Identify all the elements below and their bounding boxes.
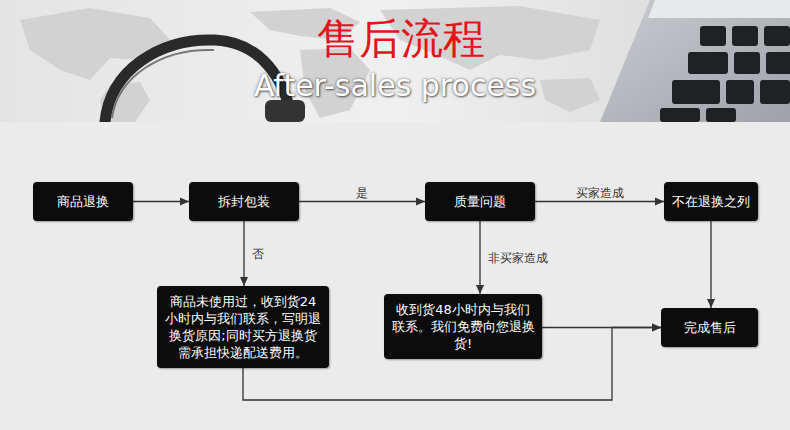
box-text: 商品未使用过，收到货24小时内与我们联系，写明退换货原因;同时买方退换货需承担快… bbox=[164, 293, 322, 361]
flow-arrow bbox=[243, 221, 244, 286]
process-box: 质量问题 bbox=[425, 182, 535, 221]
box-text: 商品退换 bbox=[57, 193, 109, 210]
process-box: 拆封包装 bbox=[189, 182, 299, 221]
edge-label: 非买家造成 bbox=[486, 251, 550, 265]
box-text: 拆封包装 bbox=[218, 193, 270, 210]
process-box: 完成售后 bbox=[661, 308, 758, 347]
process-box: 收到货48小时内与我们联系。我们免费向您退换货! bbox=[384, 294, 542, 359]
edge-label: 是 bbox=[354, 186, 370, 200]
edge-label: 否 bbox=[250, 247, 266, 261]
box-text: 质量问题 bbox=[454, 193, 506, 210]
world-map bbox=[20, 6, 600, 122]
subtitle: After-sales process bbox=[0, 68, 790, 104]
process-box: 商品退换 bbox=[33, 182, 133, 221]
page-title: 售后流程 bbox=[0, 14, 790, 64]
flow-arrow bbox=[535, 201, 664, 202]
keyboard bbox=[600, 0, 790, 122]
box-text: 不在退换之列 bbox=[672, 193, 750, 210]
edge-label: 买家造成 bbox=[574, 186, 626, 200]
box-text: 完成售后 bbox=[684, 319, 736, 336]
process-box: 商品未使用过，收到货24小时内与我们联系，写明退换货原因;同时买方退换货需承担快… bbox=[157, 286, 329, 368]
flow-arrow bbox=[710, 221, 711, 308]
flow-arrow bbox=[479, 221, 480, 294]
flow-arrow bbox=[133, 201, 189, 202]
flow-arrow bbox=[299, 201, 425, 202]
process-box: 不在退换之列 bbox=[664, 182, 758, 221]
box-text: 收到货48小时内与我们联系。我们免费向您退换货! bbox=[391, 301, 535, 352]
